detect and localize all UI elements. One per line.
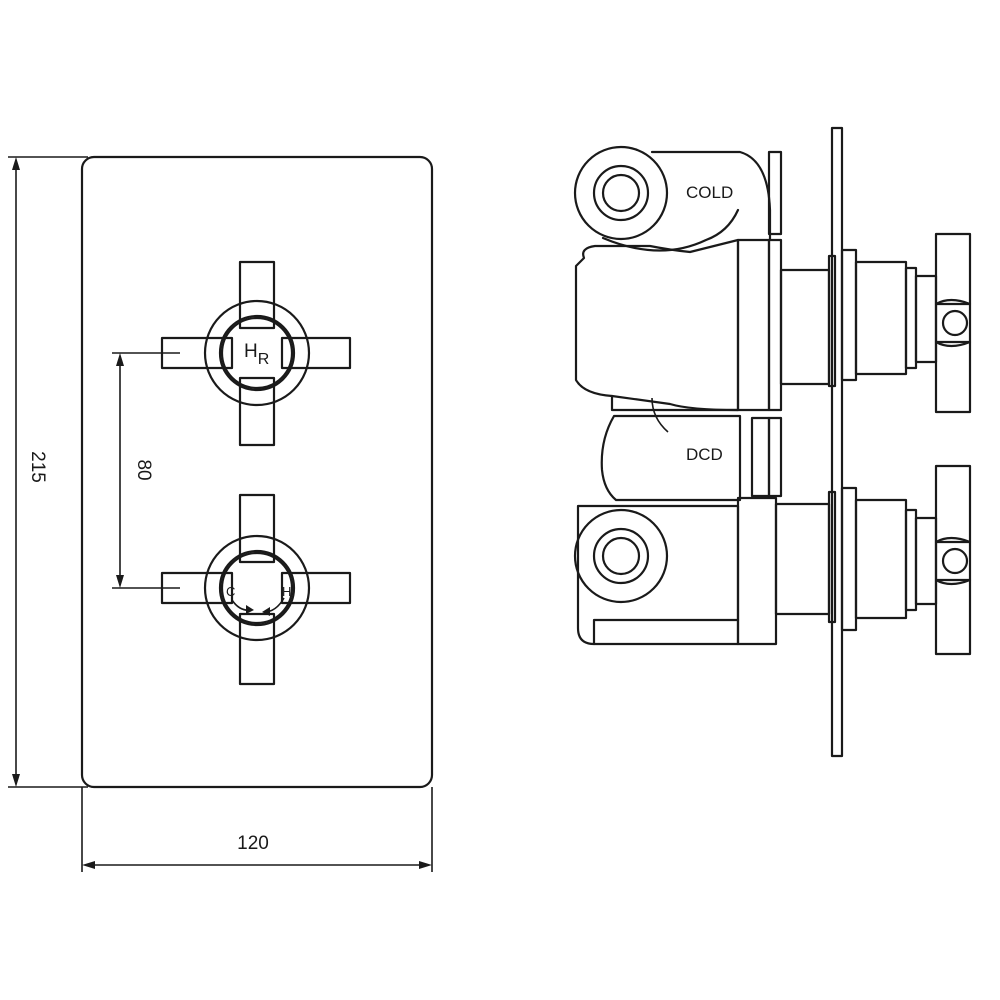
width-dimension-label: 120 xyxy=(237,833,269,854)
height-dimension-label: 215 xyxy=(27,451,48,483)
middle-dome: DCD xyxy=(600,397,783,502)
cold-label: COLD xyxy=(686,183,733,202)
height-dimension: 215 xyxy=(8,156,88,788)
faceplate-outline xyxy=(80,155,434,789)
upper-ribbed-collar xyxy=(767,150,783,412)
handle-spacing-dimension: 80 xyxy=(112,352,180,589)
width-dimension: 120 xyxy=(81,787,433,872)
upper-cross-handle: HR xyxy=(160,260,352,447)
bottom-inlet xyxy=(573,496,778,646)
handle-spacing-label: 80 xyxy=(133,459,154,480)
lower-spindle xyxy=(774,464,972,656)
dcd-label: DCD xyxy=(686,445,723,464)
top-inlet: COLD xyxy=(573,145,772,252)
front-view: 215 120 80 HR xyxy=(8,155,434,872)
upper-body xyxy=(574,238,771,412)
hot-mark: H xyxy=(282,584,291,599)
cold-mark: C xyxy=(226,584,235,599)
hot-regulation-mark: HR xyxy=(244,341,269,368)
side-view: COLD DCD xyxy=(573,126,972,758)
wall-plate xyxy=(830,126,844,758)
upper-spindle xyxy=(779,232,972,414)
lower-cross-handle: C H xyxy=(160,493,352,686)
